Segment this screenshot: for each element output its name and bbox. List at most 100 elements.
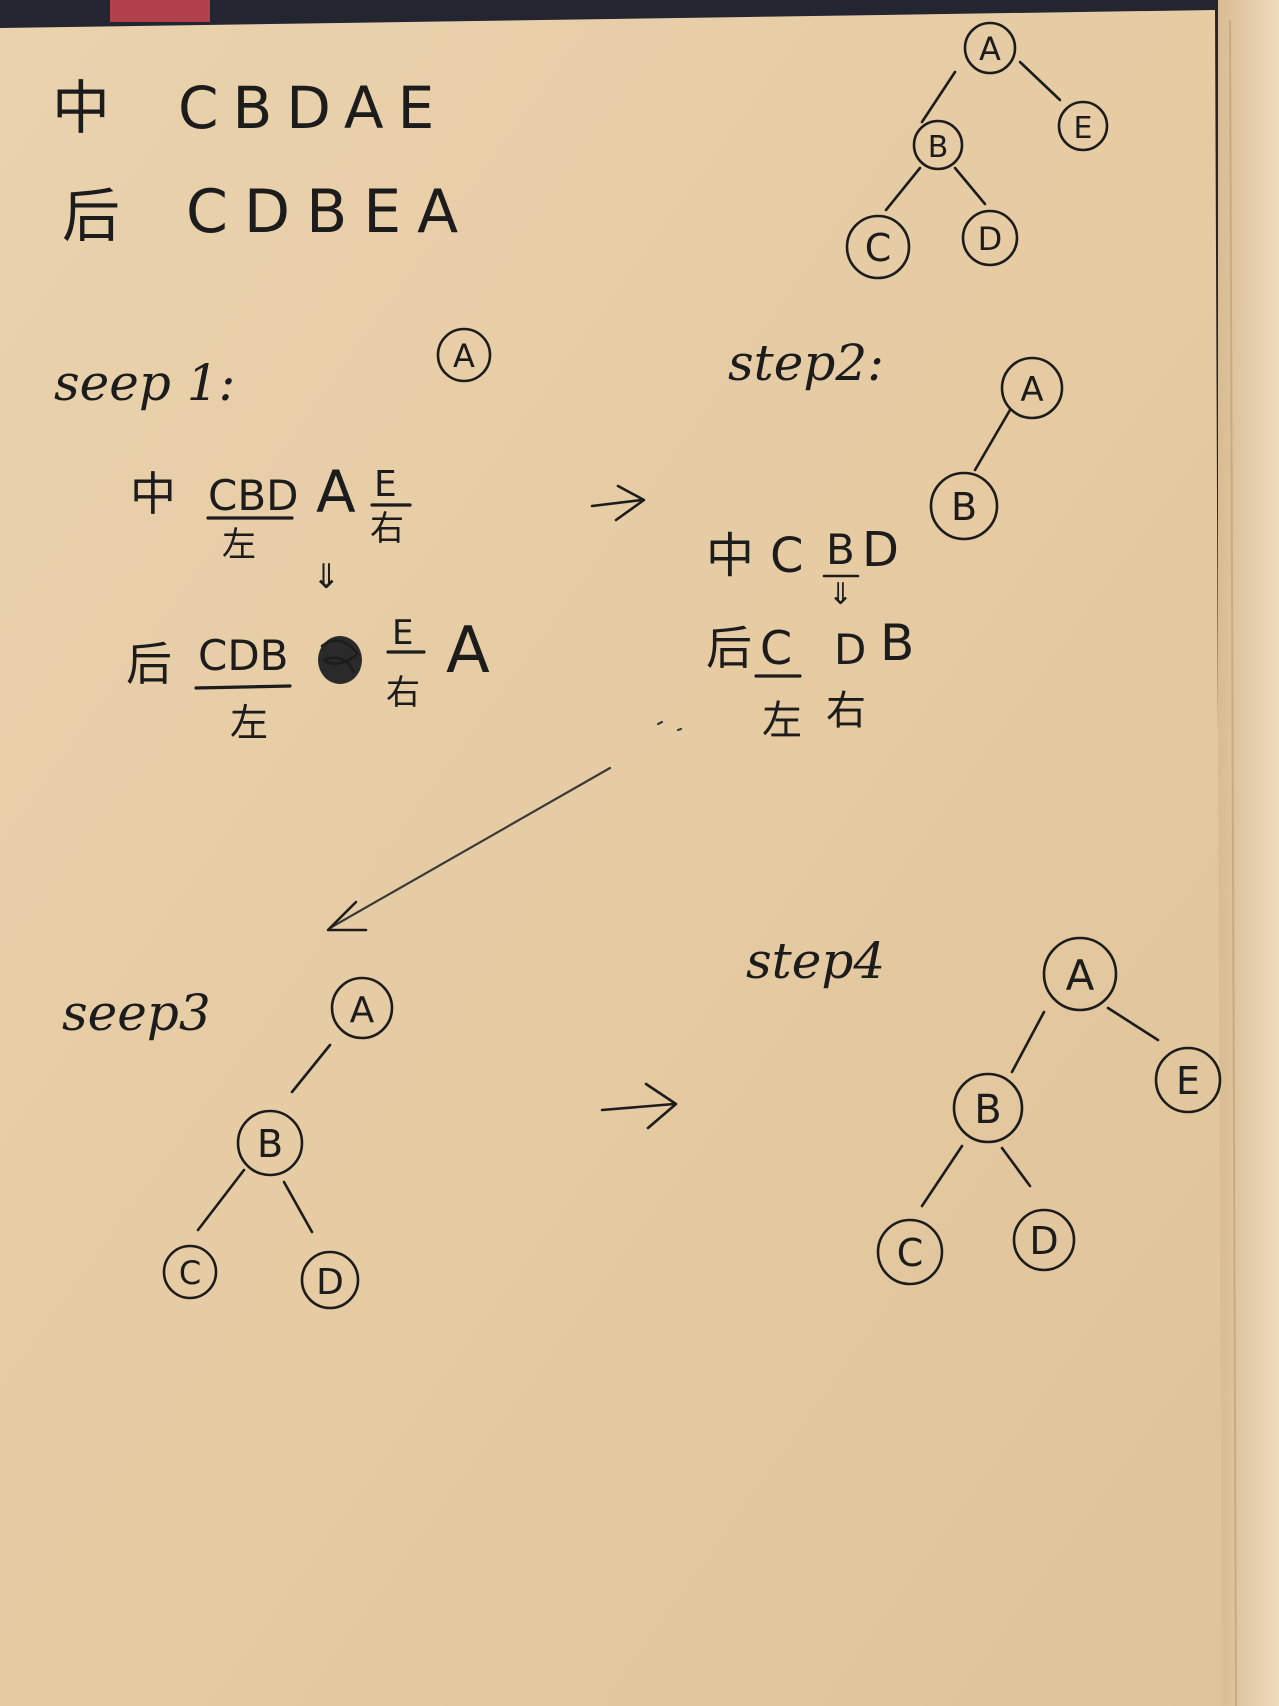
step2-inorder-b: B — [826, 525, 855, 574]
step2-edge-a-b — [973, 408, 1012, 472]
svg-text:B: B — [974, 1087, 1001, 1133]
step1-inorder-root: A — [316, 458, 356, 526]
node-a: A — [963, 21, 1017, 75]
paper-sheet — [0, 10, 1222, 1706]
step4-node-a: A — [1042, 936, 1118, 1012]
inorder-sequence-row: 中 CBDAE — [52, 74, 448, 142]
svg-text:B: B — [928, 130, 949, 165]
svg-text:D: D — [978, 220, 1003, 258]
step2-postorder-label: 后 — [706, 621, 752, 675]
step4-node-c: C — [876, 1218, 944, 1286]
step2-inorder-split: 中 C B D ⇓ — [706, 522, 899, 612]
step2-postorder-c: C — [760, 621, 792, 675]
step2-node-b: B — [929, 471, 999, 541]
svg-text:C: C — [897, 1231, 924, 1275]
inorder-sequence: CBDAE — [178, 74, 448, 142]
step1-postorder-left-word: 左 — [230, 701, 268, 745]
svg-text:A: A — [453, 337, 475, 375]
step1-inorder-right-word: 右 — [370, 509, 404, 549]
step1-postorder-split: 后 CDB 左 E 右 A — [126, 613, 490, 745]
step4-title: step4 — [746, 932, 885, 990]
svg-text:A: A — [979, 30, 1001, 68]
step1-title: seep 1: — [54, 354, 235, 412]
step4-tree: A E B C D — [876, 936, 1222, 1286]
step1-inorder-split: 中 CBD 左 A E 右 ⇓ — [130, 458, 412, 597]
step2-inorder-d: D — [862, 522, 899, 578]
postorder-sequence-row: 后 CDBEA — [62, 177, 474, 250]
edge-a-b — [920, 70, 957, 124]
svg-text:D: D — [1029, 1219, 1058, 1263]
step2-postorder-split: 后 C D B 左 右 — [706, 614, 914, 744]
step1-postorder-right: E — [392, 613, 413, 653]
step2-tree: A B — [929, 356, 1064, 541]
step4-node-e: E — [1154, 1046, 1222, 1114]
step4-edge-a-e — [1106, 1006, 1160, 1042]
step3-edge-b-c — [196, 1168, 246, 1232]
step2-down-mark: ⇓ — [828, 577, 853, 612]
step2-postorder-right-word: 右 — [826, 688, 866, 734]
svg-text:B: B — [257, 1122, 283, 1166]
arrow-step3-to-step4-head — [644, 1082, 678, 1130]
node-d: D — [961, 209, 1019, 267]
background-red-object — [110, 0, 210, 22]
step1-postorder-left-underline — [194, 684, 292, 690]
arrow-step2-to-step3-head — [326, 900, 368, 932]
step1-postorder-left: CDB — [198, 631, 288, 680]
step3-edge-a-b — [290, 1043, 332, 1094]
node-b: B — [912, 119, 964, 171]
step3-node-a: A — [330, 976, 394, 1040]
step2-postorder-left-word: 左 — [762, 698, 802, 744]
step2-inorder-label: 中 — [706, 528, 754, 584]
postorder-label: 后 — [62, 182, 120, 250]
step1-inorder-left: CBD — [208, 471, 298, 520]
svg-text:A: A — [350, 990, 375, 1031]
arrow-step1-to-step2-head — [614, 484, 646, 522]
step4-node-b: B — [952, 1072, 1024, 1144]
svg-text:A: A — [1066, 951, 1095, 1000]
arrow-step2-to-step3 — [328, 766, 612, 930]
step1-scribble — [318, 636, 362, 684]
step2-node-a: A — [1000, 356, 1064, 420]
node-c: C — [845, 214, 911, 280]
step4-node-d: D — [1012, 1208, 1076, 1272]
tree-final-top: A E B C D — [845, 21, 1109, 280]
step1-postorder-root: A — [446, 614, 490, 688]
step4-edge-a-b — [1010, 1010, 1046, 1074]
arrow-step1-to-step2 — [590, 498, 644, 508]
edge-b-d — [953, 166, 987, 206]
postorder-sequence: CDBEA — [186, 177, 474, 247]
step1-down-mark: ⇓ — [312, 557, 341, 597]
edge-b-c — [884, 166, 922, 212]
step3-edge-b-d — [282, 1180, 314, 1234]
step3-node-d: D — [300, 1250, 360, 1310]
page-edge — [1218, 0, 1279, 1706]
svg-text:E: E — [1074, 111, 1093, 146]
svg-text:E: E — [1176, 1059, 1200, 1103]
arrow-step3-to-step4 — [600, 1102, 676, 1112]
page-crease — [1229, 19, 1237, 1706]
node-e: E — [1057, 100, 1109, 152]
step3-tree: A B C D — [162, 976, 394, 1310]
step3-node-b: B — [236, 1109, 304, 1177]
step1-root-node: A — [436, 327, 492, 383]
step2-title: step2: — [728, 334, 884, 392]
step2-postorder-b: B — [880, 614, 914, 672]
step3-node-c: C — [162, 1244, 218, 1300]
inorder-label: 中 — [52, 74, 110, 142]
svg-text:C: C — [179, 1254, 201, 1292]
step2-postorder-d: D — [834, 625, 866, 674]
step3-title: seep3 — [62, 984, 211, 1042]
step2-inorder-c: C — [770, 528, 804, 584]
step1-inorder-label: 中 — [130, 467, 176, 521]
svg-text:D: D — [316, 1262, 344, 1303]
step4-edge-b-d — [1000, 1146, 1032, 1188]
step1-inorder-left-word: 左 — [222, 525, 256, 565]
pencil-dots — [656, 720, 683, 732]
step1-postorder-right-word: 右 — [386, 673, 420, 713]
svg-text:A: A — [1020, 370, 1043, 410]
step1-inorder-right: E — [374, 464, 397, 505]
svg-text:C: C — [865, 226, 892, 270]
step1-postorder-label: 后 — [126, 637, 172, 691]
